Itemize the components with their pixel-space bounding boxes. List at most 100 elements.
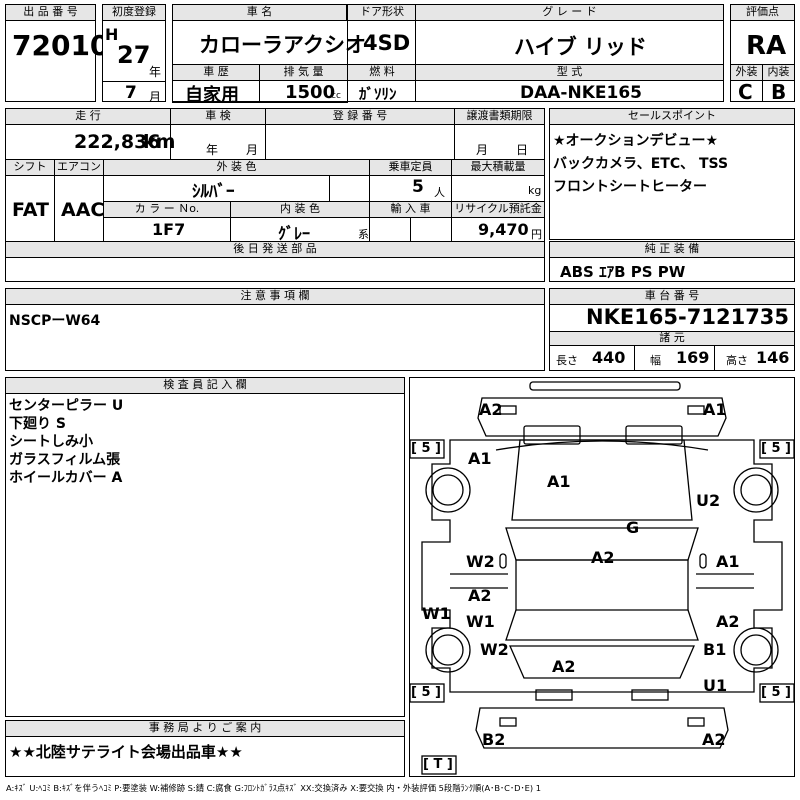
score-label: 評価点 (730, 4, 795, 21)
car-diagram-svg (410, 381, 794, 775)
damage-fender-rr: B1 (703, 640, 727, 659)
inspector-line-1: センターピラー U (9, 398, 124, 414)
year-unit: 年 (149, 65, 162, 79)
score-section: 評価点 RA 外装 内装 C B (730, 4, 795, 104)
fuel-label: 燃 料 (347, 64, 417, 81)
inspector-line-4: ガラスフィルム張 (9, 452, 121, 468)
lot-number: 72010 (12, 29, 110, 62)
equipment-section: 純 正 装 備 ABS ｴｱB PS PW (549, 241, 795, 282)
sales-line-1: ★オークションデビュー★ (553, 133, 719, 149)
ac-label: エアコン (54, 159, 104, 176)
damage-fender-fr: U2 (696, 491, 721, 510)
recycle-unit: 円 (531, 228, 542, 241)
car-name-label: 車 名 (172, 4, 347, 21)
model-value: DAA-NKE165 (520, 83, 642, 103)
width: 169 (676, 348, 710, 367)
first-reg-label: 初度登録 (102, 4, 166, 21)
length: 440 (592, 348, 626, 367)
int-color: ｸﾞﾚｰ (278, 224, 311, 243)
tire-fr: [ 5 ] (761, 441, 791, 456)
transfer-month: 月 (476, 143, 489, 157)
tire-fl: [ 5 ] (411, 441, 441, 456)
fuel: ｶﾞｿﾘﾝ (359, 85, 397, 103)
damage-trunk: A2 (552, 657, 576, 676)
car-name: カローラアクシオ (199, 33, 366, 57)
tire-spare: [ T ] (423, 757, 453, 772)
width-label: 幅 (650, 354, 661, 367)
inspector-line-2: 下廻り S (9, 416, 66, 432)
inspector-line-3: シートしみ小 (9, 434, 93, 450)
damage-rear-right: A2 (702, 730, 726, 749)
notes-section: 注 意 事 項 欄 NSCPーW64 (5, 288, 545, 371)
mileage-unit: km (143, 131, 176, 153)
damage-sill-l: W1 (466, 612, 495, 631)
grade-section: グ レ ー ド ハイブ リッド 型 式 DAA-NKE165 (415, 4, 724, 103)
damage-roof: A2 (591, 548, 615, 567)
damage-rear-left: B2 (482, 730, 506, 749)
damage-legend: A:ｷｽﾞ U:ﾍｺﾐ B:ｷｽﾞを伴うﾍｺﾐ P:要塗装 W:補修跡 S:錆 … (6, 783, 542, 793)
month-unit: 月 (149, 90, 162, 104)
tire-rr: [ 5 ] (761, 685, 791, 700)
history: 自家用 (185, 85, 239, 106)
model-header: 型 式 (415, 64, 724, 81)
lot-label: 出 品 番 号 (5, 4, 96, 21)
height: 146 (756, 348, 790, 367)
shift: FAT (12, 199, 49, 221)
damage-hood: A1 (547, 472, 571, 491)
sales-point-label: セールスポイント (549, 108, 795, 125)
era: H (105, 25, 119, 44)
shift-label: シフト (5, 159, 55, 176)
ext-label: 外装 (730, 64, 763, 81)
later-parts-label: 後 日 発 送 部 品 (5, 241, 545, 258)
sales-point-section: セールスポイント ★オークションデビュー★ バックカメラ、ETC、 TSS フロ… (549, 108, 795, 240)
insp-year: 年 (206, 143, 219, 157)
chassis-number: NKE165-7121735 (586, 305, 790, 329)
grade-header: グ レ ー ド (415, 4, 724, 21)
int-color-unit: 系 (358, 228, 369, 241)
office-label: 事 務 局 よ り ご 案 内 (5, 720, 405, 737)
capacity: 5 (412, 177, 424, 197)
mileage: 222,836 (74, 131, 161, 153)
damage-door-fr: A1 (716, 552, 740, 571)
first-reg-section: 初度登録 H 27 年 7 月 (102, 4, 166, 104)
height-label: 高さ (726, 354, 748, 367)
recycle: 9,470 (478, 220, 529, 239)
inspector-line-5: ホイールカバー A (9, 470, 123, 486)
lot-section: 出 品 番 号 72010 (5, 4, 109, 102)
chassis-section: 車 台 番 号 NKE165-7121735 諸 元 長さ 440 幅 169 … (549, 288, 795, 371)
inspector-section: 検 査 員 記 入 欄 センターピラー U 下廻り S シートしみ小 ガラスフィ… (5, 377, 405, 717)
notes-label: 注 意 事 項 欄 (5, 288, 545, 305)
inspector-label: 検 査 員 記 入 欄 (5, 377, 405, 394)
damage-pillar-l: A2 (468, 586, 492, 605)
damage-door-rl: W2 (480, 640, 509, 659)
transfer-label: 譲渡書類期限 (454, 108, 545, 125)
grade: ハイブ リッド (514, 35, 647, 59)
capacity-unit: 人 (434, 186, 445, 199)
damage-door-rr: A2 (716, 612, 740, 631)
office-section: 事 務 局 よ り ご 案 内 ★★北陸サテライト会場出品車★★ (5, 720, 405, 777)
recycle-label: リサイクル預託金 (451, 201, 545, 218)
door-type: 4SD (363, 31, 411, 55)
reg-month: 7 (125, 83, 137, 103)
damage-front-left: A2 (479, 400, 503, 419)
damage-front-right: A1 (703, 400, 727, 419)
int-grade: B (771, 80, 787, 104)
equipment: ABS ｴｱB PS PW (560, 263, 686, 281)
chassis-label: 車 台 番 号 (549, 288, 795, 305)
damage-fender-fl: A1 (468, 449, 492, 468)
reg-year: 27 (117, 41, 151, 69)
tire-rl: [ 5 ] (411, 685, 441, 700)
office-notice: ★★北陸サテライト会場出品車★★ (9, 743, 243, 761)
color: ｼﾙﾊﾞｰ (192, 182, 235, 202)
notes: NSCPーW64 (9, 313, 101, 329)
damage-door-fl: W2 (466, 552, 495, 571)
insp-month: 月 (246, 143, 259, 157)
damage-side-l: W1 (422, 604, 451, 623)
int-label: 内装 (762, 64, 795, 81)
displacement: 1500 (285, 82, 336, 103)
ac: AAC (61, 199, 105, 221)
dims-label: 諸 元 (549, 331, 795, 346)
load-unit: kg (528, 184, 542, 197)
damage-rear-quarter: U1 (703, 676, 728, 695)
load-label: 最大積載量 (451, 159, 545, 176)
